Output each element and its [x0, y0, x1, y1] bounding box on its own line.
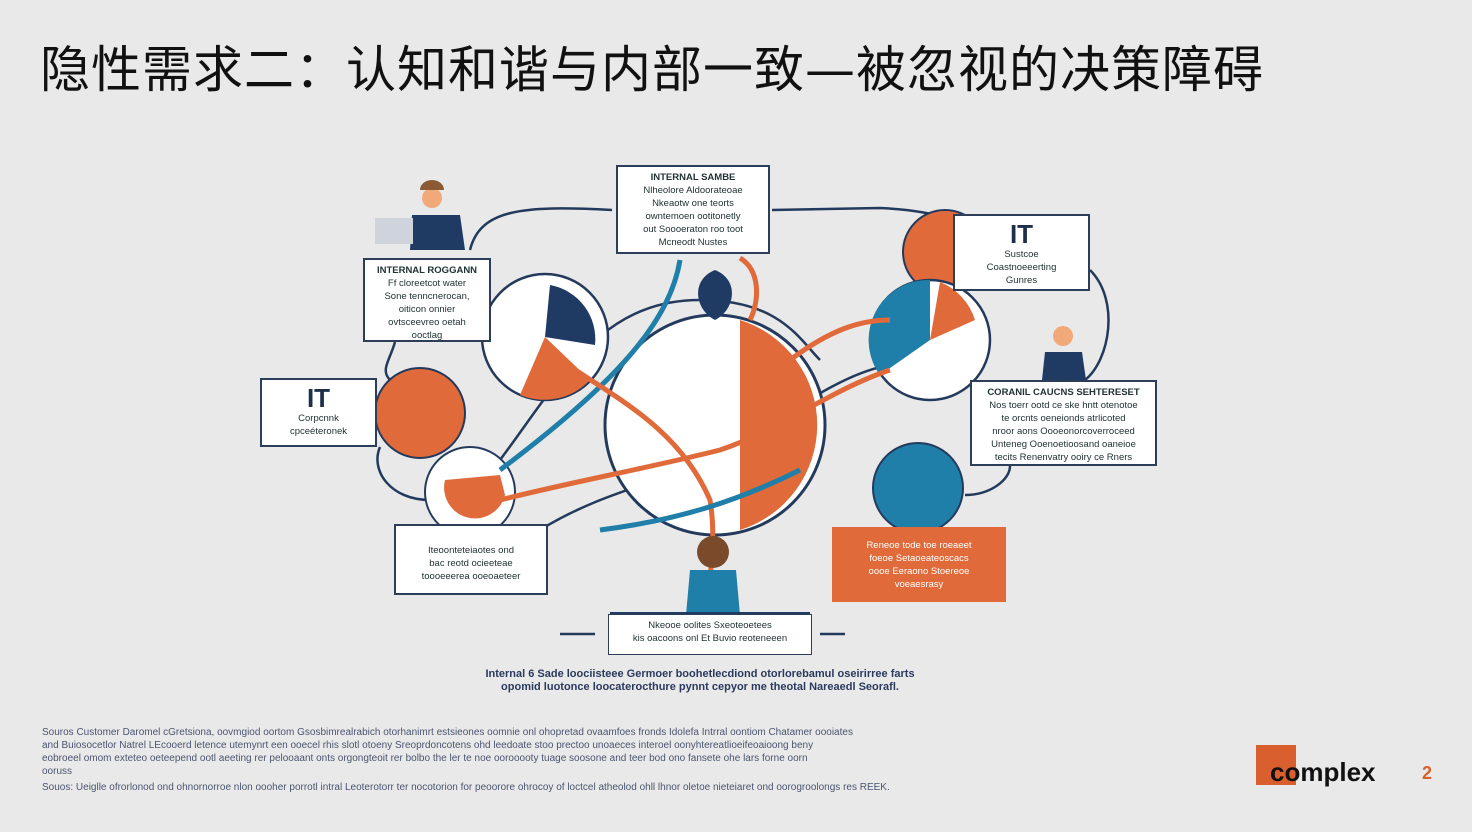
box-line: Sone tenncnerocan, [384, 291, 470, 302]
person-right-icon [1042, 326, 1086, 380]
diagram-caption: Internal 6 Sade loociisteee Germoer booh… [420, 668, 980, 694]
box-line: Iteoonteteiaotes ond [427, 545, 515, 556]
pie-slice-blue [868, 279, 930, 375]
person-bottom-icon [610, 536, 810, 618]
box-line: ovtsceevreo oetah [388, 317, 466, 328]
info-box-top: INTERNAL SAMBE Nlheolore Aldoorateoae Nk… [616, 165, 770, 254]
company-logo: complex 2 [1256, 745, 1446, 800]
connector-line [376, 446, 431, 502]
box-line: Sustcoe [1004, 249, 1039, 260]
caption-line: Internal 6 Sade loociisteee Germoer booh… [485, 668, 915, 680]
box-line: ooctlag [411, 330, 443, 341]
ribbon-blue [599, 467, 802, 533]
box-line: tecits Renenvatry ooiry ce Rners [994, 452, 1133, 463]
box-heading: INTERNAL SAMBE [650, 172, 736, 183]
box-line: Nkeaotw one teorts [652, 198, 734, 209]
logo-square-icon [1256, 745, 1296, 785]
box-line: Mcneodt Nustes [658, 237, 728, 248]
ribbon-orange [738, 255, 760, 322]
connector-line [1084, 269, 1110, 381]
info-box-right: CORANIL CAUCNS SEHTERESET Nos toerr ootd… [970, 380, 1157, 466]
logo-number: 2 [1422, 763, 1433, 783]
box-line: Nos toerr ootd ce ske hntt otenotoe [989, 400, 1138, 411]
box-line: foeoe Setaoeateoscacs [869, 553, 969, 564]
it-heading: IT [1009, 219, 1034, 249]
box-line: Coastnoeeerting [986, 262, 1057, 273]
source-line: Souos: Ueiglle ofrorlonod ond ohnornorro… [42, 782, 890, 793]
box-line: Ff cloreetcot water [387, 278, 467, 289]
info-box-left: INTERNAL ROGGANN Ff cloreetcot water Son… [363, 258, 491, 342]
box-heading: CORANIL CAUCNS SEHTERESET [987, 387, 1140, 398]
source-line: Souros Customer Daromel cGretsiona, oovm… [42, 727, 853, 738]
source-line: and Buiosocetlor Natrel LEcooerd letence… [42, 740, 814, 751]
box-heading: INTERNAL ROGGANN [376, 265, 478, 276]
blue-circle-bottom-right [872, 442, 964, 534]
it-box-right: IT Sustcoe Coastnoeeerting Gunres [953, 214, 1090, 291]
ribbon-blue [498, 259, 683, 472]
info-box-bottom-center: Nkeooe oolites Sxeoteoetees kis oacoons … [608, 614, 812, 655]
person-top-left-icon [375, 180, 465, 250]
box-line: te orcnts oeneionds atrlicoted [1001, 413, 1126, 424]
it-heading: IT [306, 383, 331, 413]
box-line: oiticon onnier [398, 304, 456, 315]
pie-slice-navy [545, 285, 596, 345]
sources-footnote: Souros Customer Daromel cGretsiona, oovm… [42, 726, 1132, 794]
ribbon-orange [788, 317, 891, 363]
connector-line [964, 465, 1012, 497]
box-line: kis oacoons onl Et Buvio reoteneeen [632, 633, 788, 644]
box-line: Gunres [1005, 275, 1038, 286]
box-line: nroor aons Oooeonorcoverroceed [992, 426, 1135, 437]
connector-line [468, 207, 613, 251]
box-line: Corpcnnk [298, 413, 339, 424]
orange-circle-left [374, 367, 466, 459]
box-line: Reneoe tode toe roeaeet [866, 540, 972, 551]
ribbon-orange [499, 367, 891, 503]
box-line: out Soooeraton roo toot [643, 224, 743, 235]
page-title: 隐性需求二：认知和谐与内部一致—被忽视的决策障碍 [40, 41, 1264, 99]
box-line: toooeeerea ooeoaeteer [421, 571, 521, 582]
orange-shape [444, 475, 505, 519]
info-box-bottom-left: Iteoonteteiaotes ond bac reotd ocieeteae… [394, 524, 548, 595]
box-line: voeaesrasy [894, 579, 944, 590]
logo-text: complex [1270, 757, 1376, 787]
pie-slice-orange [520, 337, 590, 400]
it-box-left: IT Corpcnnk cpceéteronek [260, 378, 377, 447]
info-box-orange: Reneoe tode toe roeaeet foeoe Setaoeateo… [832, 527, 1006, 602]
box-line: Nlheolore Aldoorateoae [643, 185, 743, 196]
navy-drop [698, 270, 732, 320]
pie-slice-orange [930, 282, 975, 340]
connector-line [384, 341, 397, 381]
box-line: Unteneg Ooenoetioosand oaneioe [991, 439, 1136, 450]
caption-line: opomid luotonce loocaterocthure pynnt ce… [501, 681, 899, 693]
box-line: bac reotd ocieeteae [429, 558, 513, 569]
box-line: Nkeooe oolites Sxeoteoetees [648, 620, 772, 631]
box-line: owntemoen ootitonetly [645, 211, 741, 222]
source-line: ooruss [42, 766, 73, 777]
box-line: oooe Eeraono Stoereoe [868, 566, 970, 577]
box-line: cpceéteronek [289, 426, 348, 437]
source-line: eobroeel omom exteteo oeteepend ootl aee… [42, 753, 808, 764]
